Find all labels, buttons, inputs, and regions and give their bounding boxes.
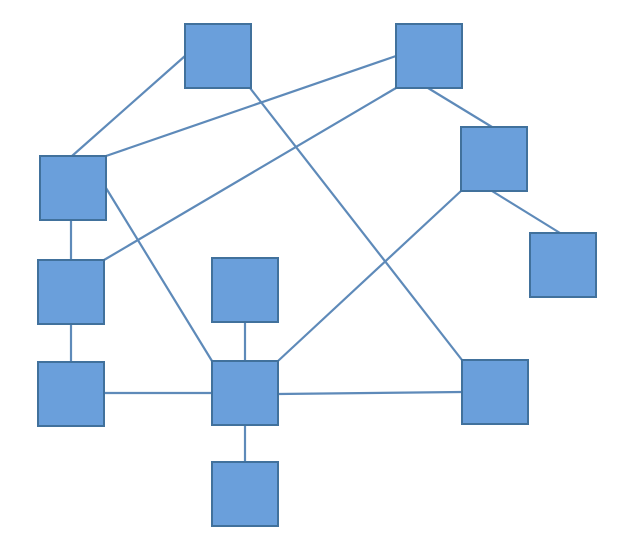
edge-layer	[69, 54, 561, 462]
node-n2	[395, 23, 463, 89]
edge-n5-n9	[277, 190, 462, 362]
node-n10	[211, 461, 279, 527]
node-n4	[37, 259, 105, 325]
edge-n1-n11	[249, 87, 463, 361]
node-n1	[184, 23, 252, 89]
node-n7	[37, 361, 105, 427]
edge-n5-n6	[491, 190, 561, 234]
edge-n1-n3	[71, 55, 186, 157]
node-n11	[461, 359, 529, 425]
edge-n2-n4	[103, 87, 397, 261]
edge-n3-n9	[105, 187, 213, 362]
edge-n2-n5	[427, 87, 493, 128]
node-n8	[211, 257, 279, 323]
node-n6	[529, 232, 597, 298]
node-n5	[460, 126, 528, 192]
edge-n2-n3	[105, 54, 397, 158]
node-n3	[39, 155, 107, 221]
node-layer	[37, 23, 597, 527]
edge-n9-n11	[277, 390, 463, 396]
node-n9	[211, 360, 279, 426]
